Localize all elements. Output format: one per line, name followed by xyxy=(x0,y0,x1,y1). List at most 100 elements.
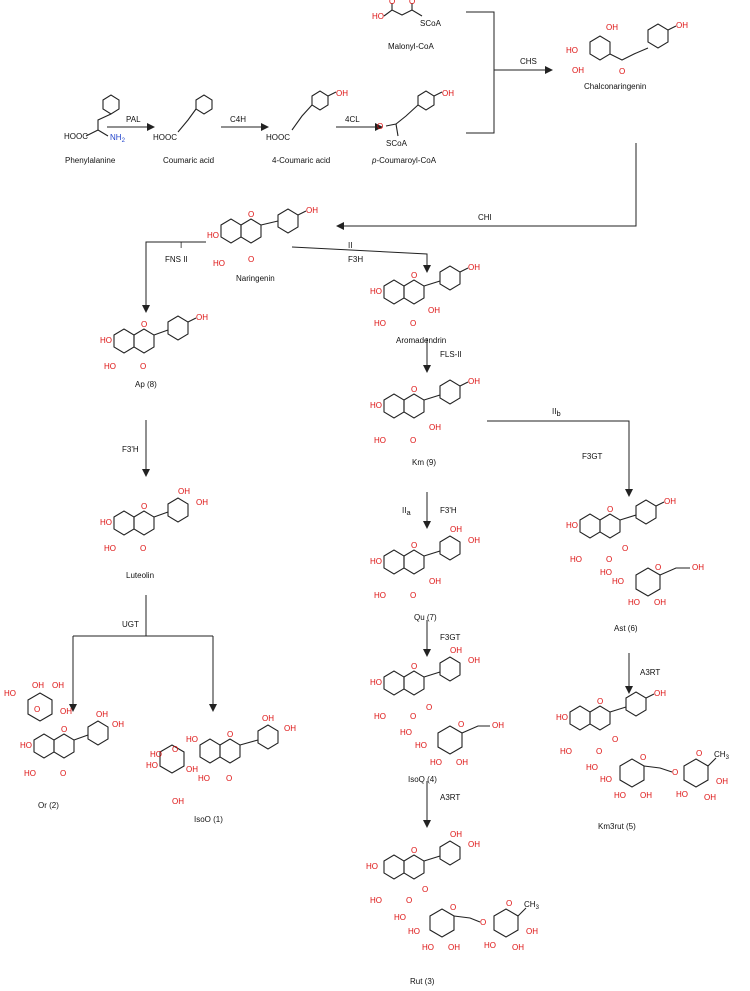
enzyme-pal: PAL xyxy=(126,115,141,124)
svg-text:OH: OH xyxy=(526,927,538,936)
svg-text:O: O xyxy=(411,541,417,550)
svg-text:OH: OH xyxy=(186,765,198,774)
svg-text:HO: HO xyxy=(394,913,406,922)
svg-text:OH: OH xyxy=(284,724,296,733)
svg-text:O: O xyxy=(409,0,415,6)
branch-ii: II xyxy=(348,241,352,250)
svg-text:O: O xyxy=(141,502,147,511)
svg-text:HO: HO xyxy=(370,557,382,566)
svg-text:HO: HO xyxy=(570,555,582,564)
rutin-structure: OH OH O HO HO O O O HO HO HO OH O O CH3 … xyxy=(366,830,540,952)
svg-text:HO: HO xyxy=(484,941,496,950)
svg-text:SCoA: SCoA xyxy=(420,19,442,28)
reaction-arrows xyxy=(69,11,637,828)
branch-iib: IIb xyxy=(552,407,561,418)
svg-text:O: O xyxy=(377,122,383,131)
svg-text:HO: HO xyxy=(104,544,116,553)
malonyl-coa-structure: HO O O SCoA xyxy=(372,0,442,28)
svg-text:O: O xyxy=(140,544,146,553)
aromadendrin-structure: OH O HO OH HO O xyxy=(370,263,480,328)
svg-text:OH: OH xyxy=(692,563,704,572)
svg-text:O: O xyxy=(607,505,613,514)
svg-text:HO: HO xyxy=(100,336,112,345)
svg-text:HO: HO xyxy=(415,741,427,750)
label-or: Or (2) xyxy=(38,801,59,810)
svg-text:O: O xyxy=(141,320,147,329)
svg-text:O: O xyxy=(61,725,67,734)
apigenin-structure: OH O HO HO O xyxy=(100,313,208,371)
svg-text:HO: HO xyxy=(628,598,640,607)
svg-text:O: O xyxy=(389,0,395,6)
svg-text:HO: HO xyxy=(100,518,112,527)
svg-text:HO: HO xyxy=(422,943,434,952)
svg-text:OH: OH xyxy=(428,306,440,315)
isoquercitrin-structure: OH OH O HO HO O O O HO HO HO OH OH xyxy=(370,646,504,767)
label-isoq: IsoQ (4) xyxy=(408,775,437,784)
svg-text:HO: HO xyxy=(372,12,384,21)
svg-text:HO: HO xyxy=(366,862,378,871)
svg-text:O: O xyxy=(422,885,428,894)
svg-text:O: O xyxy=(480,918,486,927)
enzyme-f3gt-right: F3GT xyxy=(582,452,603,461)
svg-text:O: O xyxy=(172,745,178,754)
svg-text:HO: HO xyxy=(198,774,210,783)
svg-text:OH: OH xyxy=(448,943,460,952)
svg-text:SCoA: SCoA xyxy=(386,139,408,148)
svg-text:O: O xyxy=(410,591,416,600)
svg-text:OH: OH xyxy=(640,791,652,800)
svg-text:OH: OH xyxy=(456,758,468,767)
svg-text:HOOC: HOOC xyxy=(266,133,290,142)
label-naringenin: Naringenin xyxy=(236,274,275,283)
svg-text:NH2: NH2 xyxy=(110,133,126,144)
phenylalanine-structure: HOOC NH2 xyxy=(64,94,126,144)
svg-text:OH: OH xyxy=(262,714,274,723)
svg-text:O: O xyxy=(411,385,417,394)
branch-i: I xyxy=(180,241,182,250)
label-qu: Qu (7) xyxy=(414,613,437,622)
enzyme-labels: PAL C4H 4CL CHS CHI FNS II F3H F3'H FLS-… xyxy=(122,57,660,802)
svg-text:CH3: CH3 xyxy=(524,900,540,911)
svg-text:HO: HO xyxy=(586,763,598,772)
svg-text:OH: OH xyxy=(468,377,480,386)
svg-text:OH: OH xyxy=(172,797,184,806)
svg-text:HO: HO xyxy=(400,728,412,737)
svg-text:HO: HO xyxy=(374,319,386,328)
svg-text:O: O xyxy=(426,703,432,712)
svg-text:O: O xyxy=(458,720,464,729)
label-p-coumaroyl-coa: p-Coumaroyl-CoA xyxy=(371,156,437,165)
svg-text:HO: HO xyxy=(374,712,386,721)
label-km: Km (9) xyxy=(412,458,436,467)
svg-text:O: O xyxy=(640,753,646,762)
svg-text:HO: HO xyxy=(370,287,382,296)
svg-text:OH: OH xyxy=(178,487,190,496)
svg-text:OH: OH xyxy=(96,710,108,719)
svg-text:O: O xyxy=(411,846,417,855)
svg-text:HO: HO xyxy=(614,791,626,800)
svg-text:OH: OH xyxy=(32,681,44,690)
svg-text:OH: OH xyxy=(664,497,676,506)
svg-text:HO: HO xyxy=(150,750,162,759)
svg-text:O: O xyxy=(410,436,416,445)
svg-text:HO: HO xyxy=(676,790,688,799)
svg-text:HO: HO xyxy=(408,927,420,936)
svg-text:HO: HO xyxy=(4,689,16,698)
svg-text:O: O xyxy=(655,563,661,572)
coumaric-acid-structure: HOOC xyxy=(153,94,213,142)
svg-text:HO: HO xyxy=(430,758,442,767)
svg-text:O: O xyxy=(506,899,512,908)
p-coumaroyl-coa-structure: OH O SCoA xyxy=(377,89,454,148)
svg-text:OH: OH xyxy=(676,21,688,30)
enzyme-a3rt-right: A3RT xyxy=(640,668,660,677)
enzyme-f3prime-h-right: F3'H xyxy=(440,506,457,515)
svg-text:O: O xyxy=(248,210,254,219)
svg-text:OH: OH xyxy=(450,830,462,839)
label-coumaric-acid: Coumaric acid xyxy=(163,156,214,165)
svg-text:OH: OH xyxy=(468,840,480,849)
svg-text:O: O xyxy=(619,67,625,76)
svg-text:OH: OH xyxy=(429,423,441,432)
enzyme-c4h: C4H xyxy=(230,115,246,124)
svg-text:OH: OH xyxy=(606,23,618,32)
svg-text:O: O xyxy=(622,544,628,553)
enzyme-f3h: F3H xyxy=(348,255,363,264)
